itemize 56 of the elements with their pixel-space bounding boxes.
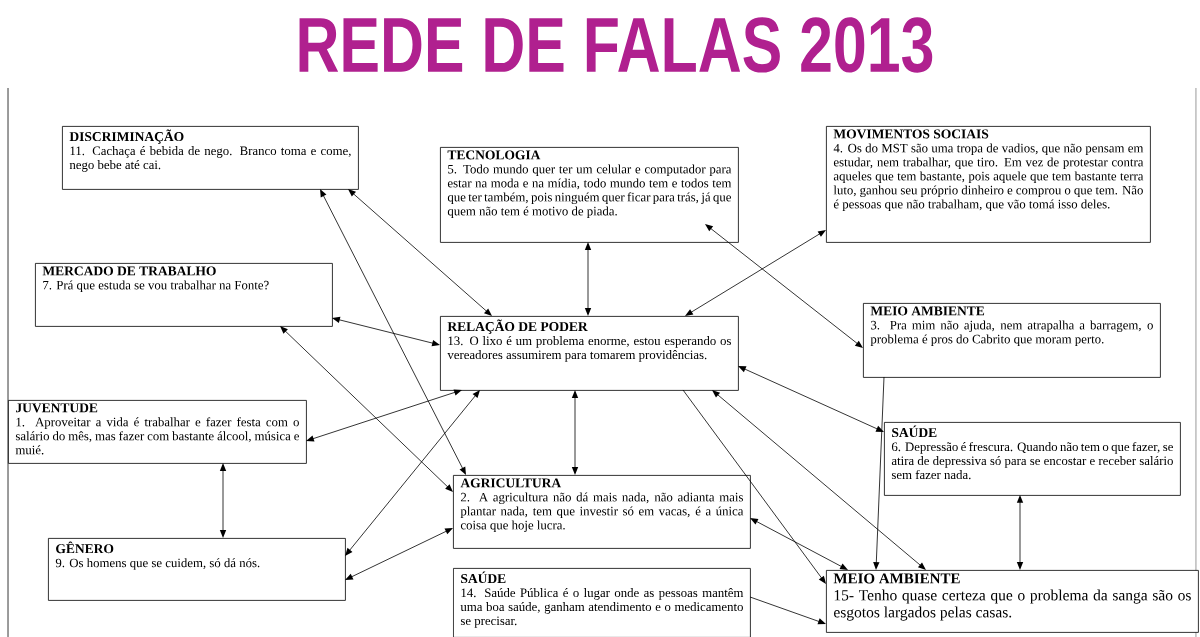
arrow <box>345 528 453 580</box>
title: REDE DE FALAS 2013 <box>299 17 933 73</box>
box-text: 5. Todo mundo quer ter um celular e computador para estar na moda e na mídia, todo mundo tem e todos tem que ter também, pois ninguém quer ficar para trás, já que quem não tem é motivo de piada. <box>447 164 732 219</box>
arrow <box>750 518 848 570</box>
text-box <box>826 570 1199 633</box>
arrow <box>682 389 826 584</box>
box-heading: GÊNERO <box>56 541 114 554</box>
box-text: 15- Tenho quase certeza que o problema da sanga são os esgotos largados pelas casas. <box>834 589 1191 621</box>
text-box <box>62 126 359 190</box>
box-heading: JUVENTUDE <box>16 403 98 413</box>
arrow <box>873 376 885 570</box>
text-box <box>8 400 307 464</box>
arrow <box>306 389 462 442</box>
box-heading: DISCRIMINAÇÃO <box>69 129 184 144</box>
arrow <box>345 390 480 556</box>
box-text: 6. Depressão é frescura. Quando não tem o que fazer, se atira de depressiva só para se encostar e receber salário sem fazer nada. <box>891 441 1173 480</box>
arrow <box>571 390 579 475</box>
box-text: 7. Prá que estuda se vou trabalhar na Fonte? <box>43 280 269 293</box>
box-heading: RELAÇÃO DE PODER <box>447 319 588 334</box>
box-heading: SAÚDE <box>461 571 506 584</box>
box-heading: MERCADO DE TRABALHO <box>42 266 216 276</box>
arrow <box>705 224 863 348</box>
text-box <box>863 303 1161 378</box>
box-text: 9. Os homens que se cuidem, só dá nós. <box>55 558 260 570</box>
text-box <box>48 538 346 601</box>
arrow <box>749 596 826 625</box>
arrow <box>712 390 926 570</box>
arrow <box>348 189 492 316</box>
box-heading: MEIO AMBIENTE <box>870 306 985 316</box>
text-box <box>453 475 751 549</box>
text-box <box>826 126 1151 243</box>
box-text: 1. Aproveitar a vida é trabalhar e fazer festa com o salário do mês, mas fazer com bastante álcool, música e muié. <box>15 417 299 455</box>
arrow <box>219 463 227 538</box>
box-text: 14. Saúde Pública é o lugar onde as pessoas mantêm uma boa saúde, ganham atendimento e o medicamento se precisar. <box>460 588 744 628</box>
box-heading: MOVIMENTOS SOCIAIS <box>833 129 989 139</box>
arrow <box>738 366 884 432</box>
text-box <box>453 568 751 637</box>
arrow <box>332 316 440 347</box>
box-text: 3. Pra mim não ajuda, nem atrapalha a barragem, o problema é pros do Cabrito que moram perto. <box>870 320 1153 347</box>
arrow <box>320 189 466 475</box>
box-text: 11. Cachaça é bebida de nego. Branco toma e come, nego bebe até cai. <box>69 146 351 172</box>
box-text: 4. Os do MST são uma tropa de vadios, que não pensam em estudar, nem trabalhar, que tiro. Em vez de protestar contra aqueles que tem bastante, pois aquele que tem bastante terra luto, ganhou seu próprio dinheiro e comprou o que tem. Não é pessoas que não trabalham, que vão tomá isso deles. <box>833 143 1144 212</box>
box-heading: TECNOLOGIA <box>447 150 541 160</box>
arrow <box>1016 495 1024 570</box>
text-box <box>440 316 739 391</box>
arrow <box>280 326 453 492</box>
box-heading: AGRICULTURA <box>460 478 562 488</box>
box-text: 2. A agricultura não dá mais nada, não adianta mais plantar nada, tem que investir só em vacas, é a única coisa que hoje lucra. <box>460 492 744 533</box>
text-box <box>440 147 739 243</box>
box-heading: SAÚDE <box>892 425 937 438</box>
text-box <box>884 422 1181 496</box>
box-heading: MEIO AMBIENTE <box>833 573 960 584</box>
arrow <box>685 230 826 316</box>
text-box <box>35 263 333 327</box>
box-text: 13. O lixo é um problema enorme, estou esperando os vereadores assumirem para tomarem providências. <box>447 336 731 362</box>
arrow <box>584 242 592 316</box>
